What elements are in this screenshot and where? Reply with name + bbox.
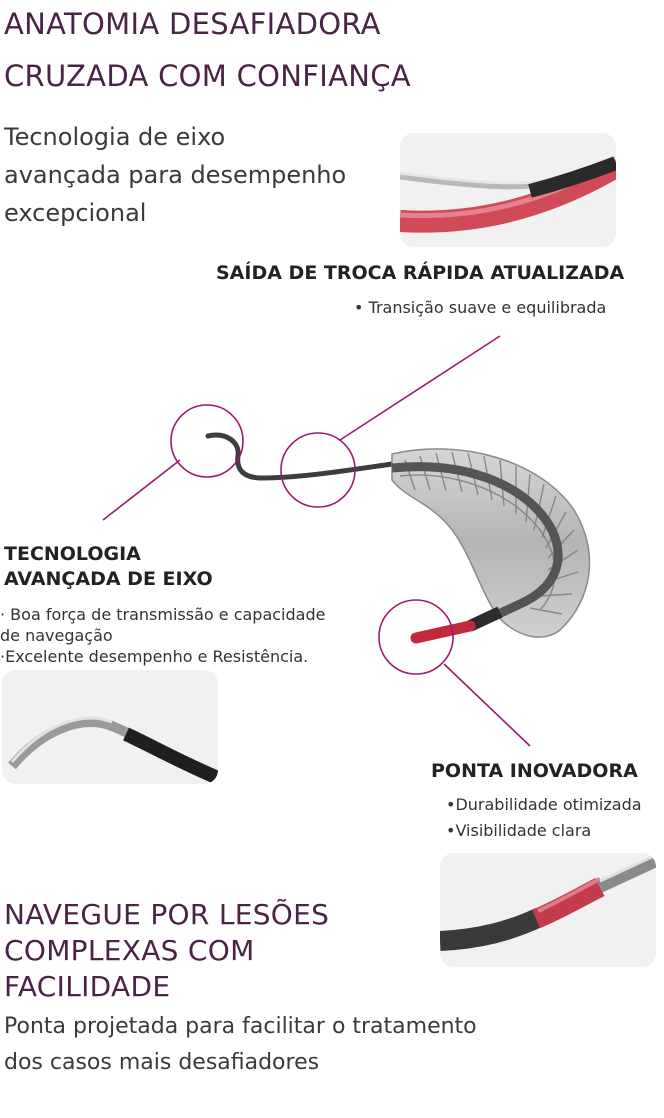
exchange-callout-bullet: • Transição suave e equilibrada: [354, 298, 607, 317]
tip-thumbnail: [440, 853, 656, 967]
device-illustration: [102, 335, 591, 747]
exchange-port-image: [400, 133, 616, 247]
section-text: Ponta projetada para facilitar o tratame…: [4, 1009, 564, 1081]
leader-line-tip: [443, 663, 531, 747]
tip-callout-bullets: •Durabilidade otimizada •Visibilidade cl…: [446, 792, 642, 844]
shaft-callout-bullets: · Boa força de transmissão e capacidade …: [0, 604, 380, 667]
section-text-line-2: dos casos mais desafiadores: [4, 1050, 320, 1075]
tip-bullet-1: •Durabilidade otimizada: [446, 795, 642, 814]
leader-line-exchange: [339, 335, 501, 441]
intro-line-1: Tecnologia de eixo: [4, 123, 226, 151]
tip-bullet-2: •Visibilidade clara: [446, 821, 592, 840]
section-title: NAVEGUE POR LESÕES COMPLEXAS COM FACILID…: [4, 897, 384, 1005]
exchange-port-thumbnail: [400, 133, 616, 247]
shaft-bullet-2: ·Excelente desempenho e Resistência.: [0, 647, 309, 666]
callout-circle-exchange: [280, 432, 356, 508]
callout-circle-guidewire: [170, 404, 244, 478]
red-tip: [410, 620, 476, 644]
section-title-line-1: NAVEGUE POR LESÕES: [4, 898, 330, 931]
callout-circle-tip: [378, 599, 454, 675]
shaft-callout-title-line-2: AVANÇADA DE EIXO: [4, 568, 213, 590]
exchange-callout-title: SAÍDA DE TROCA RÁPIDA ATUALIZADA: [216, 262, 625, 284]
page-title-line-2: CRUZADA COM CONFIANÇA: [4, 59, 411, 93]
shaft-callout-title-line-1: TECNOLOGIA: [4, 543, 141, 565]
page-title: ANATOMIA DESAFIADORA CRUZADA COM CONFIAN…: [4, 0, 411, 102]
page-title-line-1: ANATOMIA DESAFIADORA: [4, 7, 381, 41]
section-title-line-2: COMPLEXAS COM: [4, 934, 255, 967]
tip-image: [440, 853, 656, 967]
tip-marker: [467, 606, 503, 632]
tip-callout-title: PONTA INOVADORA: [431, 760, 638, 782]
intro-line-2: avançada para desempenho: [4, 161, 347, 189]
shaft-image: [2, 670, 218, 784]
inner-shaft: [391, 462, 563, 623]
intro-text: Tecnologia de eixo avançada para desempe…: [4, 118, 364, 232]
section-text-line-1: Ponta projetada para facilitar o tratame…: [4, 1014, 477, 1039]
intro-line-3: excepcional: [4, 199, 147, 227]
shaft-bullet-1-line-2: de navegação: [0, 626, 113, 645]
shaft-bullet-1-line-1: · Boa força de transmissão e capacidade: [0, 605, 326, 624]
shaft-callout-title: TECNOLOGIA AVANÇADA DE EIXO: [4, 542, 213, 592]
guidewire: [205, 432, 395, 481]
leader-line-shaft: [102, 459, 181, 521]
section-title-line-3: FACILIDADE: [4, 970, 171, 1003]
shaft-thumbnail: [2, 670, 218, 784]
